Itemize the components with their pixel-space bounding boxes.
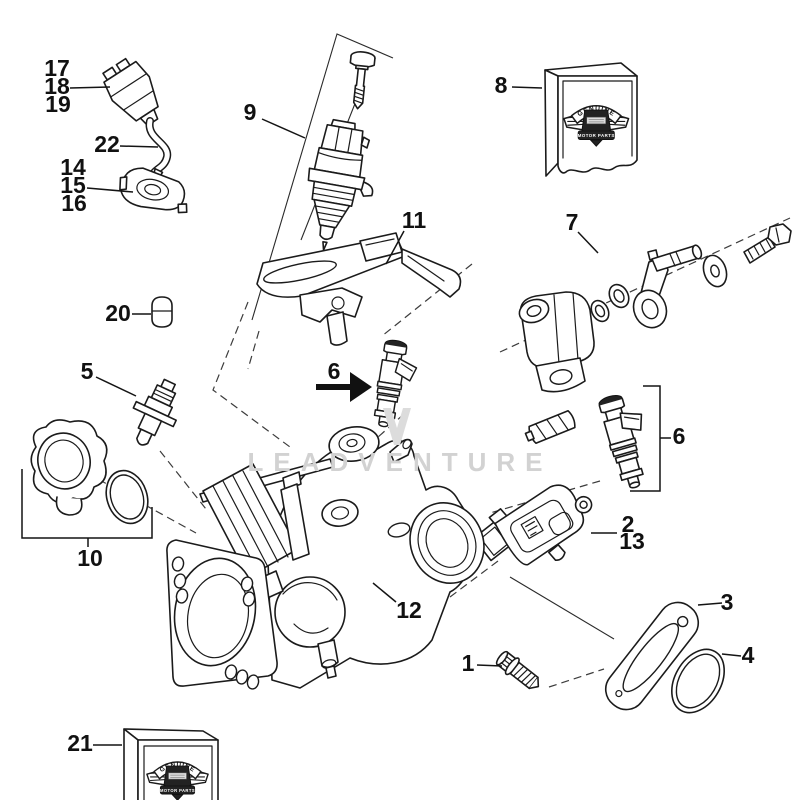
part-washer-7 (702, 254, 728, 288)
callout-19: 19 (45, 91, 71, 117)
part-banjo-bracket-7 (632, 244, 703, 329)
part-bracket-11 (256, 232, 462, 346)
callout-11: 11 (402, 207, 427, 233)
part-screw-9 (349, 51, 376, 110)
leader-12 (372, 582, 397, 603)
part-bolt-7 (743, 223, 792, 264)
part-oring-7-a (590, 299, 610, 323)
part-box-8 (544, 62, 638, 177)
callouts: 17 18 19 22 14 15 16 20 5 10 21 9 11 6 8… (21, 55, 755, 756)
watermark-logo-icon (383, 408, 411, 445)
part-connector-17-19 (102, 57, 159, 127)
callout-17: 17 (44, 55, 70, 81)
callout-6-right: 6 (673, 423, 686, 449)
part-iac-valve-9 (307, 118, 374, 251)
leader-15 (86, 187, 134, 193)
callout-10: 10 (77, 545, 103, 571)
leader-3 (697, 602, 723, 606)
callout-5: 5 (81, 358, 94, 384)
callout-22: 22 (94, 131, 120, 157)
part-screw-1 (495, 650, 540, 690)
part-clip-6 (524, 409, 576, 445)
leader-18 (69, 86, 111, 89)
callout-14: 14 (60, 154, 86, 180)
callout-21: 21 (67, 730, 93, 756)
part-flange-cover-10 (30, 419, 108, 516)
part-oring-7-b (608, 283, 630, 309)
part-injector-6-left (370, 337, 421, 431)
callout-4: 4 (742, 642, 755, 668)
part-sensor-2-13 (472, 484, 593, 566)
part-oring-10 (105, 469, 149, 525)
callout-12: 12 (396, 597, 422, 623)
callout-18: 18 (44, 73, 70, 99)
watermark-text: LEADVENTURE (247, 447, 552, 477)
callout-1: 1 (462, 650, 475, 676)
part-sensor-5 (132, 378, 177, 446)
part-regulator-7 (518, 291, 595, 393)
flange-bolt-holes (171, 556, 260, 690)
leader-11 (385, 230, 405, 265)
callout-6-left: 6 (328, 358, 341, 384)
part-box-21 (123, 728, 219, 800)
leader-1 (476, 664, 503, 667)
pointer-arrow-6 (316, 372, 372, 402)
callout-2: 2 (622, 511, 635, 537)
leader-22 (119, 145, 159, 148)
callout-16: 16 (61, 190, 87, 216)
watermark: LEADVENTURE (247, 408, 552, 477)
bracket-6-right (630, 385, 671, 492)
leader-5 (95, 376, 137, 397)
leader-9 (261, 118, 306, 139)
part-connector-14-16 (119, 167, 188, 214)
leader-8 (511, 86, 543, 89)
callout-7: 7 (566, 209, 579, 235)
callout-20: 20 (105, 300, 131, 326)
part-oring-4 (671, 648, 725, 714)
callout-9: 9 (244, 99, 257, 125)
leader-7 (577, 231, 599, 254)
callout-8: 8 (495, 72, 508, 98)
callout-15: 15 (60, 172, 86, 198)
leader-4 (721, 653, 742, 657)
part-throttle-body-12 (166, 426, 485, 690)
part-cap-20 (151, 296, 173, 328)
callout-13: 13 (619, 528, 645, 554)
callout-3: 3 (721, 589, 734, 615)
part-injector-6-right (595, 388, 662, 492)
bracket-10 (21, 469, 153, 547)
part-gasket-3 (604, 601, 700, 711)
